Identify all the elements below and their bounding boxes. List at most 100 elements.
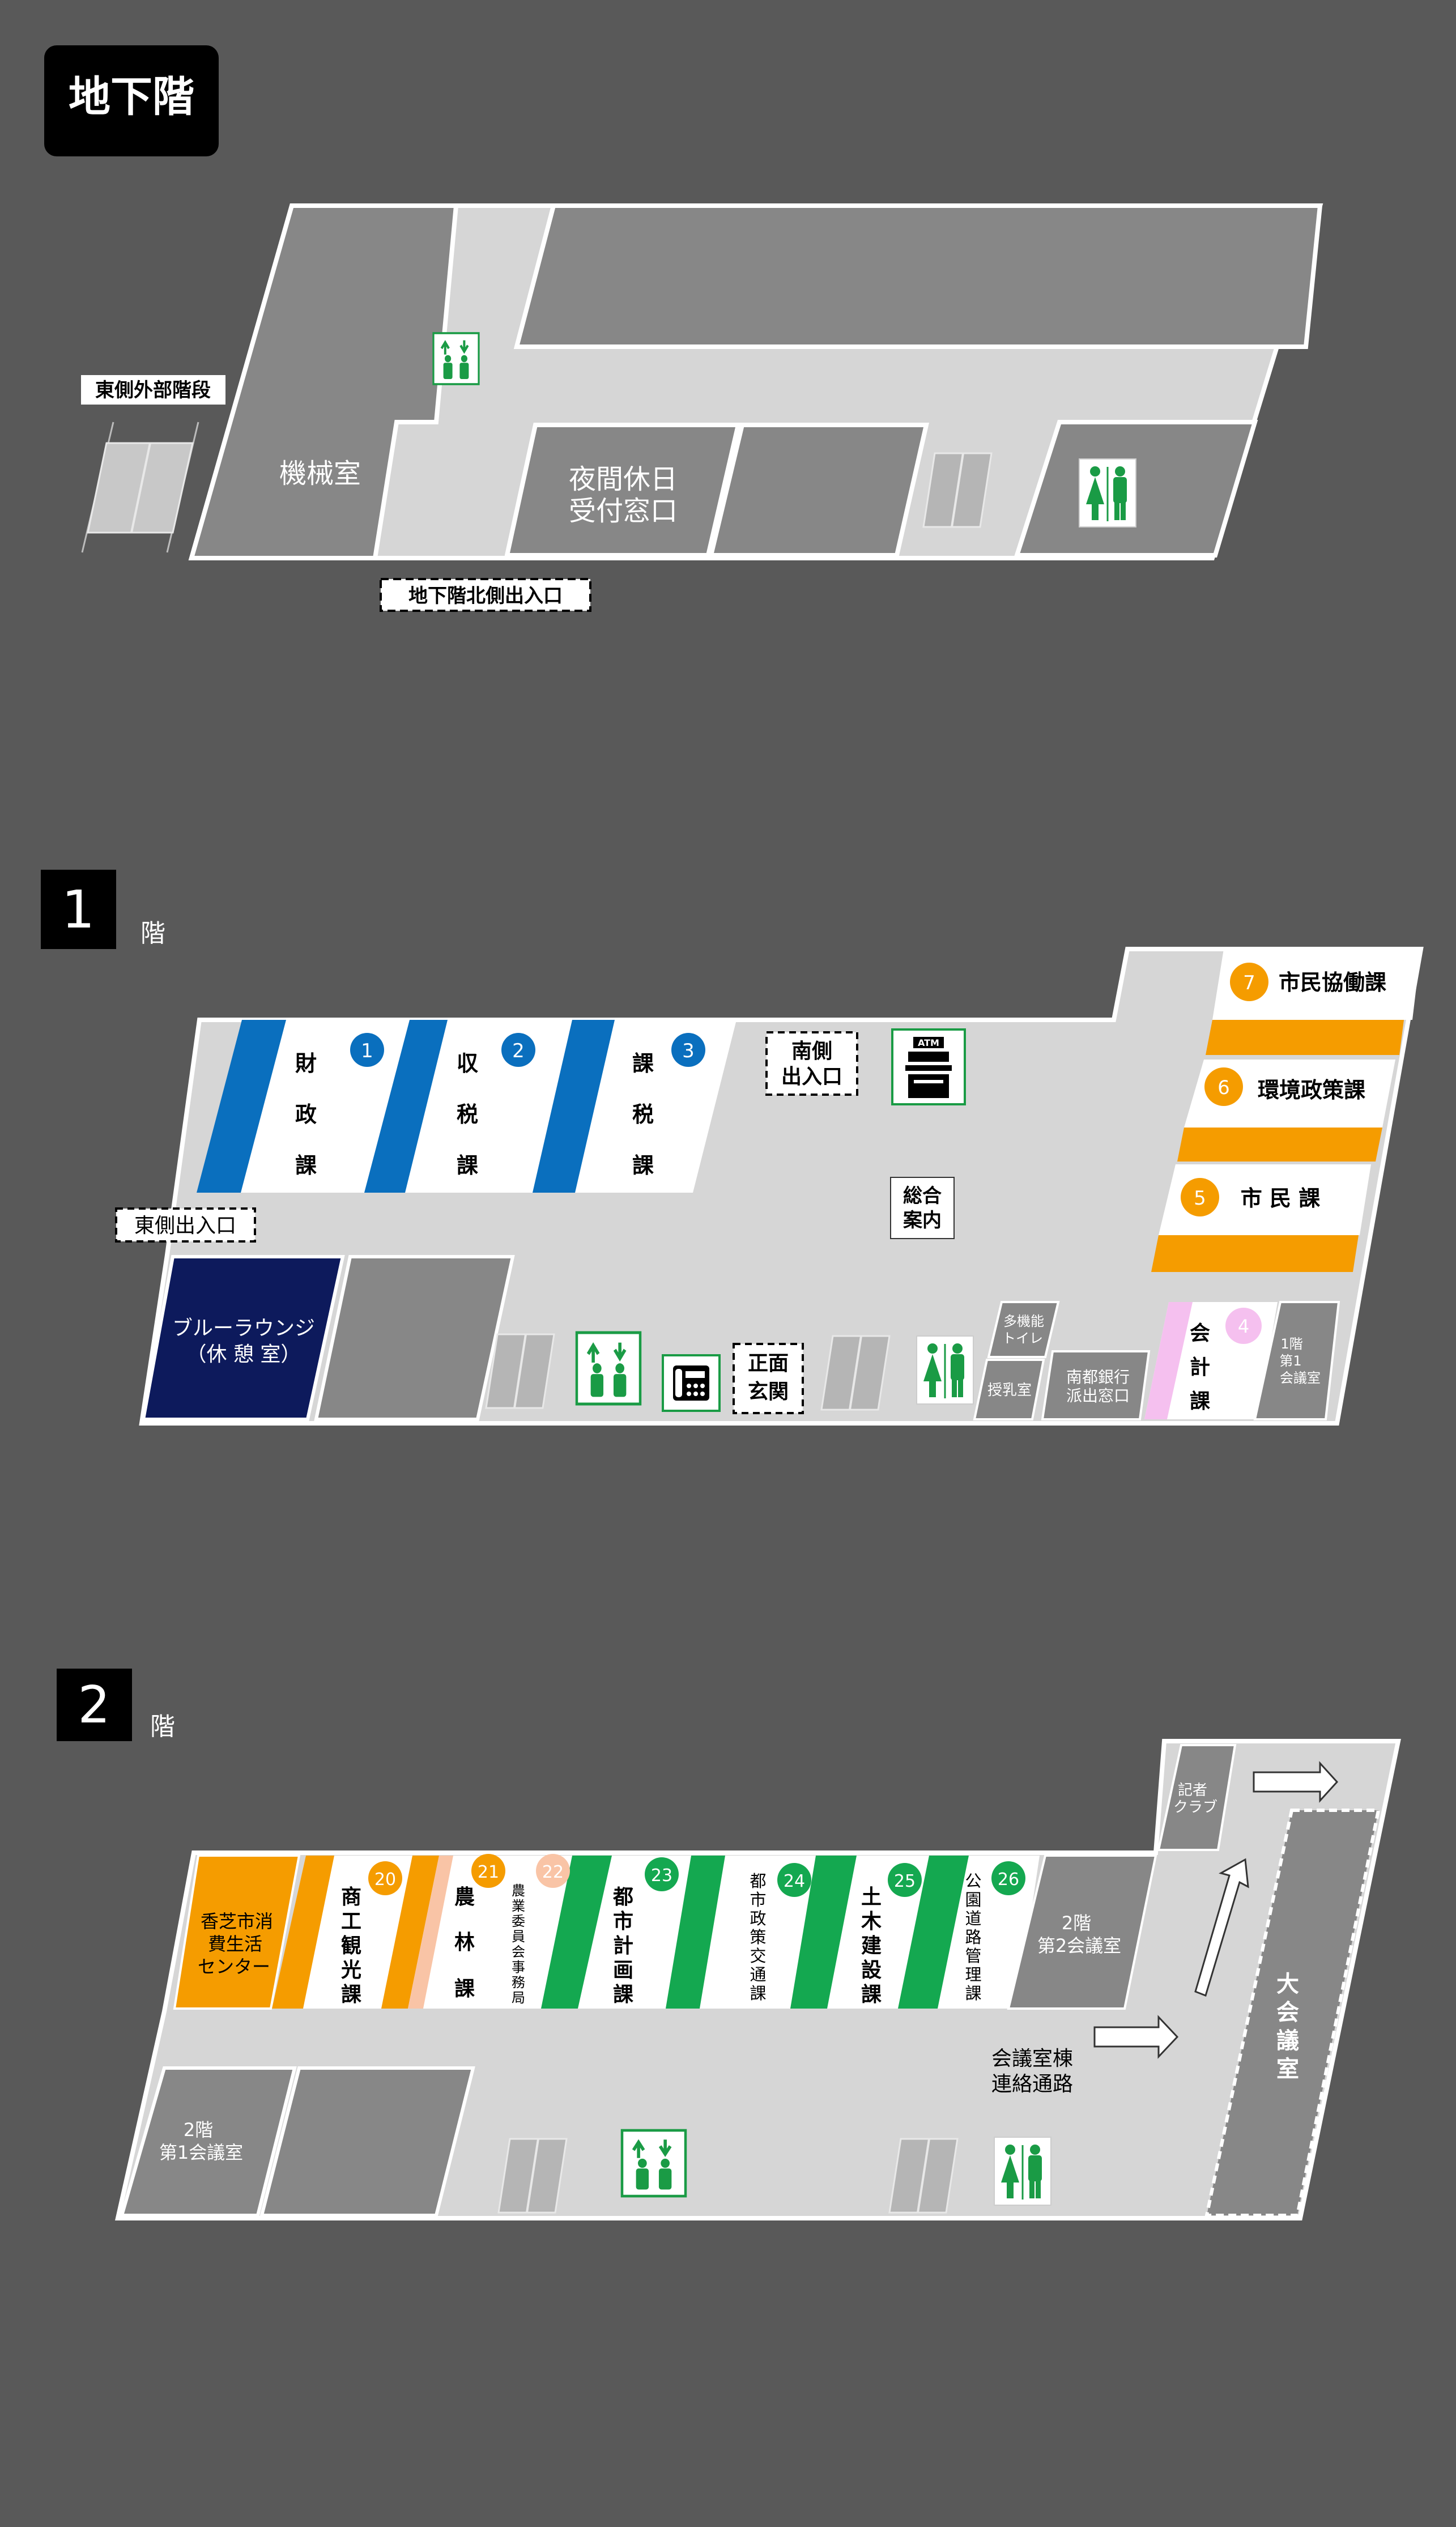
section-23[interactable]: 23 都 市 計 画 課	[612, 1857, 679, 2006]
floor-2-suffix: 階	[150, 1712, 175, 1741]
section-25-char-2: 木	[861, 1910, 882, 1933]
section-6-label: 環境政策課	[1258, 1078, 1365, 1103]
section-24[interactable]: 24 都 市 政 策 交 通 課	[750, 1863, 811, 2003]
conference-room-2f-1-label-1: 2階	[184, 2119, 213, 2141]
restroom-icon	[1078, 458, 1137, 528]
section-2-char-2: 税	[457, 1102, 478, 1127]
section-2[interactable]: 2 収 税 課	[457, 1033, 535, 1178]
section-3[interactable]: 3 課 税 課	[632, 1033, 705, 1178]
grand-conference-hall[interactable]	[1204, 1809, 1381, 2217]
b1-upper-room	[513, 203, 1323, 349]
arrow-up-icon	[1194, 1858, 1249, 1997]
floor-2: 2 階 香芝市消 費生活 センター 20 商 工 観 光 課 21 農 林	[57, 1669, 1401, 2220]
front-entrance-label-1: 正面	[748, 1352, 789, 1375]
grand-hall-char-1: 大	[1276, 1971, 1299, 1997]
conference-room-1f-label-3: 会議室	[1280, 1370, 1321, 1386]
section-7-number: 7	[1243, 972, 1255, 994]
consumer-center-label-2: 費生活	[208, 1933, 262, 1955]
section-20[interactable]: 20 商 工 観 光 課	[341, 1861, 402, 2006]
floor-b1: 地下階 機械室 夜間休日 受付窓口 東側外部階段 地下階北側出入口	[44, 45, 1323, 612]
elevator-icon	[433, 333, 479, 384]
section-21-char-2: 林	[454, 1931, 475, 1954]
south-entrance-label-2: 出入口	[781, 1065, 842, 1088]
corridor-label-1: 会議室棟	[991, 2047, 1073, 2070]
bank-window-label-1: 南都銀行	[1066, 1368, 1130, 1386]
press-club-label-2: クラブ	[1173, 1799, 1217, 1816]
section-22-char-2: 業	[512, 1898, 525, 1914]
information-label-1: 総合	[903, 1185, 942, 1207]
section-24-char-5: 交	[750, 1946, 766, 1966]
section-26[interactable]: 26 公 園 道 路 管 理 課	[965, 1861, 1025, 2003]
section-26-char-7: 課	[965, 1984, 981, 2003]
grand-hall-char-4: 室	[1276, 2056, 1299, 2082]
section-21-stripe	[381, 1856, 439, 2009]
b1-north-entrance[interactable]	[380, 578, 591, 612]
b1-north-entrance-label: 地下階北側出入口	[408, 585, 563, 607]
section-6-number: 6	[1217, 1077, 1230, 1099]
conference-room-2[interactable]	[1007, 1854, 1157, 2010]
bank-window-label-2: 派出窓口	[1066, 1386, 1130, 1405]
east-stairs-label-box	[81, 375, 225, 405]
floor-1-suffix: 階	[141, 919, 165, 948]
section-23-char-2: 市	[613, 1910, 633, 1933]
consumer-center[interactable]	[173, 1854, 301, 2010]
section-21[interactable]: 21 農 林 課	[454, 1854, 505, 2001]
section-24-stripe	[666, 1856, 725, 2009]
section-5-number: 5	[1194, 1187, 1206, 1210]
floor-1-badge	[41, 870, 116, 949]
stairs-icon	[922, 452, 993, 528]
section-25-char-3: 建	[861, 1934, 882, 1958]
section-22-stripe	[408, 1856, 453, 2009]
section-2-char-1: 収	[457, 1051, 478, 1076]
press-club[interactable]	[1157, 1744, 1237, 1851]
floor-2-badge	[57, 1669, 132, 1741]
section-24-char-6: 通	[750, 1965, 766, 1984]
conference-room-1f	[1253, 1301, 1340, 1420]
section-4-stripe	[1144, 1302, 1193, 1419]
front-entrance-label-2: 玄関	[748, 1380, 789, 1403]
section-26-char-6: 理	[965, 1965, 981, 1984]
section-1-char-2: 政	[295, 1102, 317, 1127]
section-4-number: 4	[1238, 1316, 1249, 1337]
section-26-char-4: 路	[965, 1928, 981, 1947]
section-4[interactable]: 4 会 計 課	[1190, 1308, 1262, 1413]
section-26-number: 26	[998, 1870, 1019, 1890]
section-22-number: 22	[542, 1862, 564, 1882]
f2-west-room	[259, 2066, 475, 2217]
multipurpose-toilet	[987, 1301, 1060, 1358]
section-20-char-3: 観	[341, 1934, 361, 1958]
nursing-room	[973, 1359, 1045, 1420]
south-entrance[interactable]	[765, 1031, 858, 1096]
section-24-char-2: 市	[750, 1890, 766, 1909]
stairs-icon	[485, 1333, 555, 1409]
section-6[interactable]: 6 環境政策課	[1204, 1067, 1365, 1106]
section-26-char-3: 道	[965, 1909, 981, 1928]
floor-1: 1 階 1 財 政 課 2 収 税 課 3 課 税 課	[41, 870, 1424, 1426]
section-3-char-1: 課	[632, 1051, 654, 1076]
section-7-stripe	[1206, 1020, 1404, 1055]
front-entrance[interactable]	[733, 1343, 804, 1414]
conference-room-2f-1[interactable]	[120, 2066, 297, 2217]
section-22[interactable]: 22 農 業 委 員 会 事 務 局	[512, 1854, 570, 2006]
section-20-char-2: 工	[341, 1910, 361, 1933]
section-5[interactable]: 5 市 民 課	[1181, 1178, 1320, 1216]
information-desk[interactable]	[890, 1177, 955, 1239]
conference-room-2-label-2: 第2会議室	[1037, 1935, 1121, 1956]
svg-text:ATM: ATM	[918, 1037, 939, 1048]
east-entrance[interactable]	[115, 1207, 256, 1243]
conference-room-1f-label-1: 1階	[1280, 1336, 1302, 1352]
floor-b1-badge	[44, 45, 219, 156]
night-reception-label-1: 夜間休日	[569, 463, 678, 495]
conference-room-2f-1-label-2: 第1会議室	[159, 2142, 243, 2163]
section-3-stripe	[533, 1020, 615, 1193]
blue-lounge[interactable]	[141, 1255, 345, 1421]
section-7[interactable]: 7 市民協働課	[1230, 963, 1386, 1001]
consumer-center-label-3: センター	[198, 1956, 270, 1977]
section-1[interactable]: 1 財 政 課	[295, 1033, 384, 1178]
section-25[interactable]: 25 土 木 建 設 課	[861, 1863, 922, 2006]
night-reception-room	[504, 423, 742, 558]
elevator-icon	[622, 2130, 686, 2196]
floor-1-number: 1	[62, 879, 95, 940]
bank-window	[1041, 1350, 1151, 1420]
